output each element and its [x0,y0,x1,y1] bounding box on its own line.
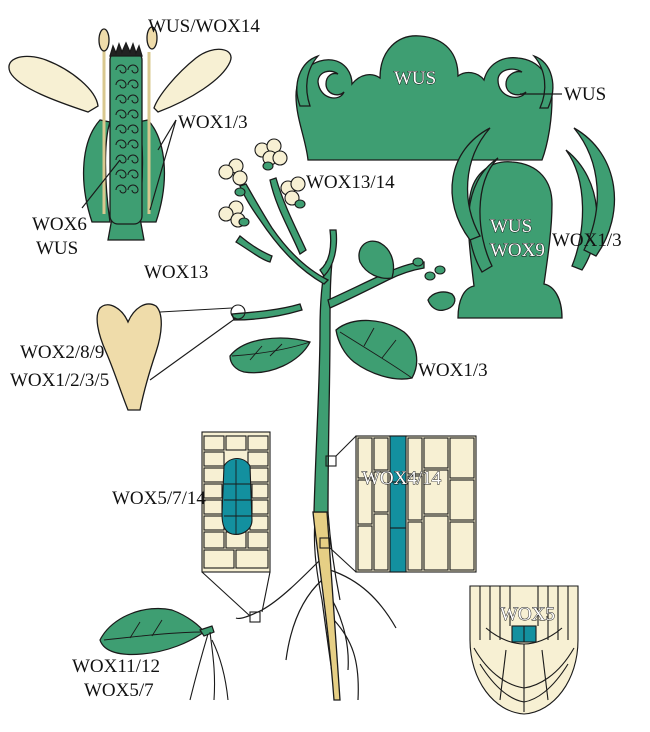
label-flower-wus: WUS [36,238,78,259]
label-stem-wox13: WOX13 [144,262,208,283]
main-plant [219,139,455,700]
cutting-roots [190,632,228,700]
label-root-tip: WOX5 [500,604,555,625]
label-silique-wox: WOX13/14 [306,172,395,193]
embryo-illustration [97,304,161,410]
lateral-root-cells [202,432,270,572]
label-meristem-center: WUS [394,68,436,89]
label-flower-wox6: WOX6 [32,214,87,235]
label-ovule-wus: WUS [490,216,532,237]
shoot-meristem-illustration [296,36,553,160]
label-flower-top: WUS/WOX14 [148,16,260,37]
flower-sepal-left [84,120,110,222]
label-embryo-line2: WOX1/2/3/5 [10,370,109,391]
flower-petal-right [154,49,231,112]
plant-silique-left [236,236,272,262]
flower-anther-left [99,29,109,51]
label-embryo-line1: WOX2/8/9 [20,342,104,363]
flower-gynoecium [110,52,142,224]
label-cutting-line1: WOX11/12 [72,656,160,677]
cambium-cells [356,436,476,572]
label-lateral-root: WOX5/7/14 [112,488,206,509]
flower-petal-left [9,56,98,112]
lateral-root-primordium [222,459,252,535]
lateral-root-leader-lines [202,572,270,622]
flower-illustration [9,27,231,240]
flower-stigma [110,43,142,56]
plant-branch-left [240,184,328,284]
cutting-petiole [200,626,214,636]
cambium-layer [390,436,406,572]
label-cambium: WOX4/14 [362,468,442,489]
plant-leaf-upper-right [359,241,393,278]
label-cutting-line2: WOX5/7 [84,680,154,701]
embryo-body [97,304,161,410]
plant-silique-right [320,230,337,276]
label-flower-wox13: WOX1/3 [178,112,248,133]
label-meristem-right: WUS [564,84,606,105]
plant-leaf-small-right [428,292,455,310]
cutting-leaf [100,608,204,654]
label-ovule-wox9: WOX9 [490,240,545,261]
plant-leaf-right [336,320,417,379]
embryo-leader-lines [150,305,245,380]
label-leaf-wox: WOX1/3 [418,360,488,381]
label-ovule-wox13: WOX1/3 [552,230,622,251]
